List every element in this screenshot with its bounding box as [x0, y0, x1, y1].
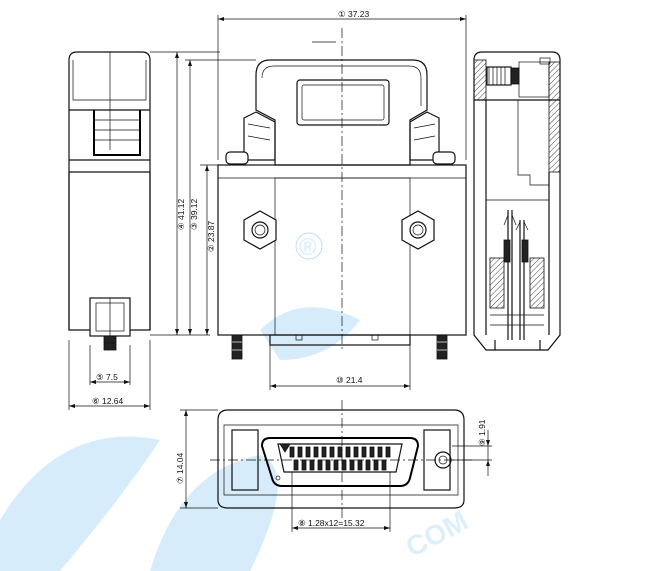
- hex-nut-right-hole: [409, 221, 427, 239]
- dimension-label-9: ⑨ 1.91: [477, 419, 487, 446]
- right-view-bottom-detail: [490, 314, 544, 326]
- dimension-23-87: ② 23.87: [200, 164, 218, 335]
- dimension-1-91: ⑨ 1.91: [452, 419, 492, 476]
- bottom-view-connector-inner: [277, 443, 403, 473]
- front-view-latch-right-detail: [413, 123, 436, 141]
- left-view-top-body: [68, 51, 151, 331]
- left-view-shell-bottom: [68, 172, 151, 330]
- dimension-label-3: ③ 39.12: [189, 198, 199, 230]
- dimension-label-10: ⑩ 21.4: [336, 375, 363, 385]
- bottom-view-pin1-marker: [279, 443, 291, 453]
- bottom-view-connector-face: [260, 437, 420, 487]
- dimension-14-04: ⑦ 14.04: [175, 409, 218, 509]
- front-view-tab-right: [432, 151, 456, 165]
- front-view-latch-left-detail: [247, 123, 271, 141]
- dimension-37-23: ① 37.23: [217, 9, 467, 160]
- hex-nut-right-inner: [412, 224, 424, 236]
- right-view-screw-head: [510, 67, 520, 85]
- right-view-notch-top: [539, 57, 551, 65]
- front-view: [217, 28, 467, 360]
- watermark-shape-3: [260, 307, 360, 360]
- front-view-bottom-shell: [269, 334, 411, 346]
- left-view-latch-upper: [72, 60, 147, 101]
- watermark-registered-circle: [295, 232, 323, 260]
- hex-nut-left: [243, 210, 277, 250]
- dimension-label-4: ④ 41.12: [176, 198, 186, 230]
- right-view-wire-2: [521, 239, 529, 263]
- bottom-view: [210, 400, 475, 520]
- right-view-contact-right: [529, 257, 545, 309]
- hex-nut-left-inner: [254, 224, 266, 236]
- right-view-hatch-right: [548, 61, 561, 173]
- right-view-hatch-top: [473, 59, 487, 101]
- right-view-wire-1: [503, 239, 511, 263]
- right-view-bottom-cap: [494, 340, 541, 350]
- left-side-view: [68, 51, 151, 351]
- right-view-screw-thread: [488, 67, 506, 85]
- hex-nut-left-hole: [251, 221, 269, 239]
- bottom-view-small-mark: [275, 475, 281, 481]
- right-view-top-block: [518, 61, 550, 98]
- dimension-21-4: ⑩ 21.4: [269, 345, 411, 390]
- dimension-7-5: ⑤ 7.5: [89, 345, 131, 385]
- front-view-bottom-tab-left: [295, 334, 303, 341]
- hex-nut-right: [401, 210, 435, 250]
- left-view-latch-lever: [93, 110, 141, 156]
- front-view-bottom-tab-right: [371, 334, 379, 341]
- dimension-12-64: ⑥ 12.64: [68, 340, 151, 410]
- dimension-39-12: ③ 39.12: [185, 59, 256, 335]
- front-view-screw-right: [436, 334, 448, 360]
- right-view-screw-body: [486, 66, 512, 86]
- dimension-label-5: ⑤ 7.5: [96, 372, 118, 382]
- dimension-label-6: ⑥ 12.64: [92, 396, 124, 406]
- bottom-view-outer: [217, 409, 465, 509]
- watermark: COM ®: [0, 232, 473, 571]
- front-view-screw-left: [231, 334, 243, 360]
- right-view-step: [517, 100, 549, 186]
- dimension-label-7: ⑦ 14.04: [175, 452, 185, 484]
- dimension-41-12: ④ 41.12: [150, 51, 220, 336]
- right-view-outline: [473, 51, 561, 351]
- watermark-registered: ®: [299, 234, 317, 261]
- bottom-view-contacts: [289, 446, 391, 471]
- dimension-label-2: ② 23.87: [206, 220, 216, 252]
- right-view-pin-fork: [503, 214, 529, 231]
- front-view-label-window-inner: [301, 84, 385, 121]
- watermark-text: COM: [401, 505, 473, 563]
- right-view-pin-1: [507, 210, 513, 340]
- watermark-shape-1: [0, 436, 160, 571]
- dimension-15-32: ⑧ 1.28x12=15.32: [291, 472, 391, 532]
- bottom-view-inner: [223, 424, 459, 496]
- dimension-label-1: ① 37.23: [338, 9, 370, 19]
- front-view-tab-left: [225, 151, 249, 165]
- front-view-hood-inner: [261, 65, 422, 106]
- front-view-label-window: [296, 79, 390, 126]
- dimension-label-8: ⑧ 1.28x12=15.32: [298, 518, 365, 528]
- watermark-shape-2: [150, 455, 278, 571]
- right-view-pin-2: [519, 220, 525, 340]
- right-view-contact-left: [489, 257, 505, 309]
- right-section-view: [473, 51, 561, 351]
